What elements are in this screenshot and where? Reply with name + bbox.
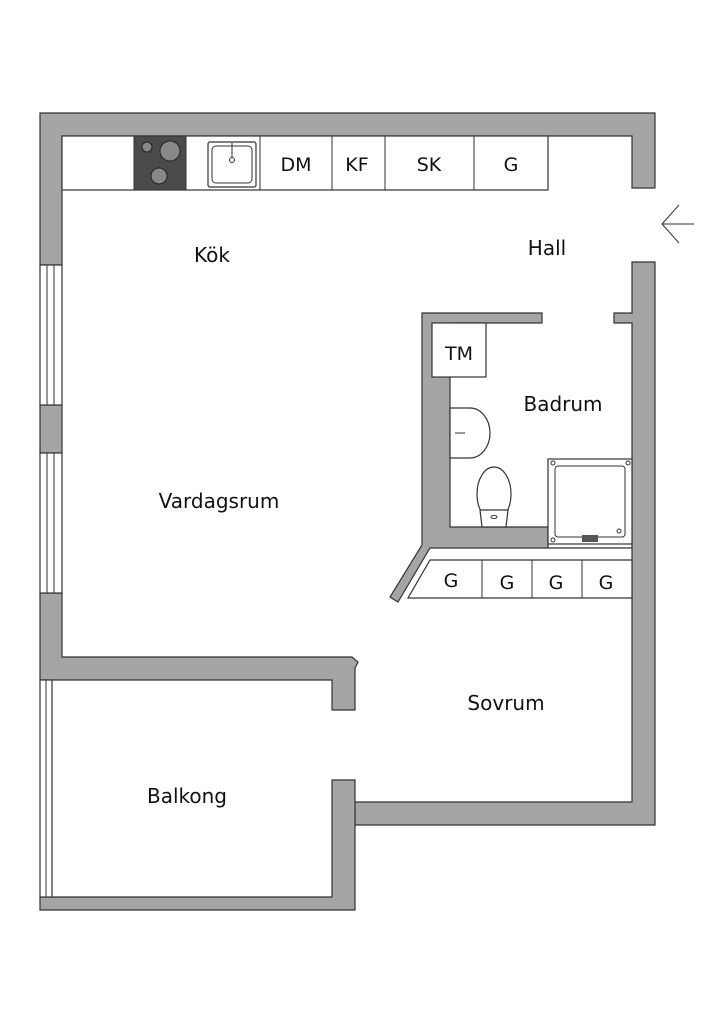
- room-bedroom: Sovrum: [467, 691, 544, 715]
- window-living: [39, 452, 63, 594]
- bathroom-wall: [389, 312, 632, 603]
- shower-icon: [547, 458, 633, 545]
- room-bathroom: Badrum: [523, 392, 602, 416]
- sink-icon: [207, 141, 257, 188]
- room-living: Vardagsrum: [159, 489, 280, 513]
- toilet-icon: [476, 466, 512, 528]
- unit-dm: DM: [280, 154, 311, 176]
- room-kitchen: Kök: [194, 243, 230, 267]
- closet-4: G: [599, 572, 614, 594]
- washer: [431, 322, 487, 378]
- washbasin-icon: [449, 407, 491, 459]
- room-balcony: Balkong: [147, 784, 227, 808]
- closet-2: G: [500, 572, 515, 594]
- closet-3: G: [549, 572, 564, 594]
- balcony-wall: [39, 779, 356, 911]
- left-wall-mid: [39, 404, 63, 454]
- walls: [39, 112, 656, 911]
- kitchen-counter: [61, 135, 549, 191]
- unit-g: G: [504, 154, 519, 176]
- room-hall: Hall: [528, 236, 566, 260]
- entrance-arrow-icon: [661, 204, 694, 244]
- window-kitchen: [39, 264, 63, 406]
- unit-sk: SK: [417, 154, 442, 176]
- washer-label: TM: [444, 343, 473, 365]
- closets: [406, 559, 633, 599]
- right-wall: [354, 261, 656, 826]
- windows: [39, 264, 63, 898]
- unit-kf: KF: [345, 154, 368, 176]
- closet-1: G: [444, 570, 459, 592]
- left-wall-lower: [39, 592, 359, 711]
